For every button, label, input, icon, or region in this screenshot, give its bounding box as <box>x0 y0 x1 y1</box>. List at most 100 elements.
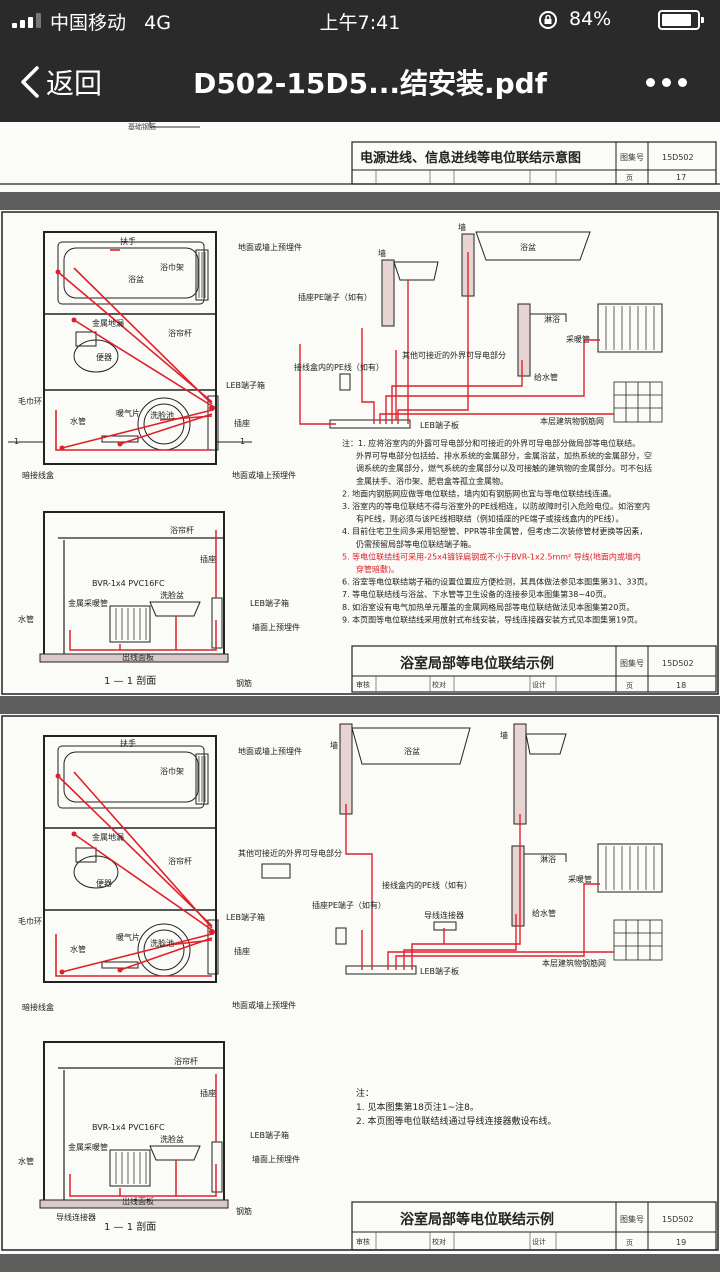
nav-bar: 返回 D502-15D5...结安装.pdf <box>0 40 720 122</box>
note-line: 金属扶手、浴巾架、肥皂盒等孤立金属物。 <box>356 476 508 486</box>
p19-label-leb-box: LEB端子箱 <box>226 912 265 922</box>
p19-label-other-parts: 其他可接近的外界可导电部分 <box>238 848 342 858</box>
p19-label-towel-ring: 毛巾环 <box>18 916 42 926</box>
label-bath-right: 浴盆 <box>520 242 536 252</box>
p19-label-box-pe: 接线盒内的PE线（如有） <box>382 880 472 890</box>
page19-check: 校对 <box>432 1237 446 1246</box>
label-toilet: 便器 <box>96 352 112 362</box>
p19-label-wall-2: 墙 <box>500 730 508 740</box>
p19-section-connector: 导线连接器 <box>56 1212 96 1222</box>
label-washbasin: 洗脸池 <box>150 410 174 420</box>
section-socket: 插座 <box>200 554 216 564</box>
note-line: 有PE线，则必须与该PE线相联结（例如插座的PE端子或接线盒内的PE线）。 <box>356 514 624 524</box>
page18-atlas-label: 图集号 <box>620 658 644 668</box>
label-water-pipe: 水管 <box>70 416 86 426</box>
label-curtain-rod: 浴帘杆 <box>168 328 192 338</box>
page-gap <box>0 696 720 714</box>
label-water-supply: 给水管 <box>534 372 558 382</box>
pdf-page-18[interactable]: 扶手 浴盆 浴巾架 金属地漏 浴帘杆 便器 毛巾环 水管 暖气片 洗脸池 LEB… <box>0 210 720 696</box>
page19-design: 设计 <box>532 1237 546 1246</box>
p19-section-water-pipe: 水管 <box>18 1156 34 1166</box>
signal-icon <box>12 12 41 28</box>
p19-section-leb-box: LEB端子箱 <box>250 1130 289 1140</box>
p19-label-shower: 淋浴 <box>540 854 556 864</box>
back-label: 返回 <box>46 67 103 100</box>
p19-section-embed: 墙面上预埋件 <box>252 1154 300 1164</box>
label-wall-1: 墙 <box>378 248 386 258</box>
p19-label-bath: 浴盆 <box>404 746 420 756</box>
p19-label-wall-1: 墙 <box>330 740 338 750</box>
label-handrail: 扶手 <box>120 236 136 246</box>
page18-design: 设计 <box>532 680 546 689</box>
label-metal-drain: 金属地漏 <box>92 318 124 328</box>
p19-label-radiator: 暖气片 <box>116 932 140 942</box>
battery-icon <box>658 10 704 30</box>
more-dots-icon <box>646 78 655 87</box>
p19-label-curtain-rod: 浴帘杆 <box>168 856 192 866</box>
label-floor-embed-top: 地面或墙上预埋件 <box>238 242 302 252</box>
section-mark-left: 1 <box>14 437 19 446</box>
page17-atlas-label: 图集号 <box>620 152 644 162</box>
section-metal-heating: 金属采暖管 <box>68 598 108 608</box>
page17-page-no: 17 <box>676 173 686 182</box>
pdf-page-20[interactable] <box>0 1272 720 1280</box>
p19-section-cable: BVR-1x4 PVC16FC <box>92 1123 165 1132</box>
page17-title: 电源进线、信息进线等电位联结示意图 <box>360 150 581 166</box>
section-outlet-panel: 出线面板 <box>122 652 154 662</box>
network-type: 4G <box>144 12 171 34</box>
page19-atlas-no: 15D502 <box>662 1215 694 1224</box>
section-curtain-rod: 浴帘杆 <box>170 525 194 535</box>
page17-atlas-no: 15D502 <box>662 153 694 162</box>
chevron-left-icon <box>21 66 39 98</box>
p19-label-socket: 插座 <box>234 946 250 956</box>
note-line: 外界可导电部分包括给、排水系统的金属部分，金属浴盆，加热系统的金属部分，空 <box>356 451 652 461</box>
carrier-label: 中国移动 4G <box>50 12 171 34</box>
note-line: 1. 见本图集第18页注1~注8。 <box>356 1101 479 1113</box>
label-bathtub: 浴盆 <box>128 274 144 284</box>
label-junction-box: 暗接线盒 <box>22 470 54 480</box>
note-line: 注： <box>356 1087 374 1099</box>
page19-review: 审核 <box>356 1237 370 1246</box>
label-socket: 插座 <box>234 418 250 428</box>
label-mesh: 本层建筑物钢筋网 <box>540 416 604 426</box>
page19-title: 浴室局部等电位联结示例 <box>400 1211 554 1228</box>
note-line: 调系统的金属部分，燃气系统的金属部分以及可接触的建筑物的金属部分。可不包括 <box>356 463 652 473</box>
p19-label-heating: 采暖管 <box>568 874 592 884</box>
section-mark-right: 1 <box>240 437 245 446</box>
p19-label-washbasin: 洗脸池 <box>150 938 174 948</box>
pdf-page-17[interactable]: 基础钢筋 电源进线、信息进线等电位联结示意图 图集号 15D502 页 17 <box>0 122 720 192</box>
pdf-page-19[interactable]: 扶手 浴巾架 地面或墙上预埋件 金属地漏 浴帘杆 其他可接近的外界可导电部分 便… <box>0 714 720 1254</box>
label-leb-box: LEB端子箱 <box>226 380 265 390</box>
p19-label-water-pipe: 水管 <box>70 944 86 954</box>
page19-atlas-label: 图集号 <box>620 1214 644 1224</box>
label-wall-2: 墙 <box>458 222 466 232</box>
label-heating: 采暖管 <box>566 334 590 344</box>
p19-label-handrail: 扶手 <box>120 738 136 748</box>
page17-page-label: 页 <box>626 174 633 182</box>
p19-label-floor-embed-top: 地面或墙上预埋件 <box>238 746 302 756</box>
note-line: 8. 如浴室设有电气加热单元覆盖的金属网格局部等电位联结做法见本图集第20页。 <box>342 602 634 612</box>
page18-page-label: 页 <box>626 682 633 690</box>
note-line: 2. 地面内钢筋网应做等电位联结，墙内如有钢筋网也宜与等电位联结线连通。 <box>342 488 616 498</box>
label-shower: 淋浴 <box>544 314 560 324</box>
clock: 上午7:41 <box>319 12 401 34</box>
document-title: D502-15D5...结安装.pdf <box>193 67 547 100</box>
p19-label-metal-drain: 金属地漏 <box>92 832 124 842</box>
section-water-pipe: 水管 <box>18 614 34 624</box>
back-button[interactable]: 返回 <box>18 62 102 102</box>
label-radiator: 暖气片 <box>116 408 140 418</box>
more-button[interactable] <box>646 78 687 87</box>
note-line: 4. 目前住宅卫生间多采用铝塑管、PPR等非金属管，但考虑二次装修管材更换等因素… <box>342 526 647 536</box>
section-cable: BVR-1x4 PVC16FC <box>92 579 165 588</box>
note-line: 6. 浴室等电位联结端子箱的设置位置应方便检测，其具体做法参见本图集第31、33… <box>342 577 653 587</box>
page18-title: 浴室局部等电位联结示例 <box>400 655 554 672</box>
p19-section-rebar: 钢筋 <box>236 1206 252 1216</box>
section-caption: 1 — 1 剖面 <box>104 674 156 687</box>
battery-percent: 84% <box>569 8 612 30</box>
note-line: 穿管暗敷)。 <box>356 564 399 574</box>
p19-section-caption: 1 — 1 剖面 <box>104 1220 156 1233</box>
label-socket-pe: 插座PE端子（如有） <box>298 292 372 302</box>
note-line: 2. 本页图等电位联结线通过导线连接器敷设布线。 <box>356 1115 556 1127</box>
label-other-parts: 其他可接近的外界可导电部分 <box>402 350 506 360</box>
p19-label-leb-board: LEB端子板 <box>420 966 459 976</box>
